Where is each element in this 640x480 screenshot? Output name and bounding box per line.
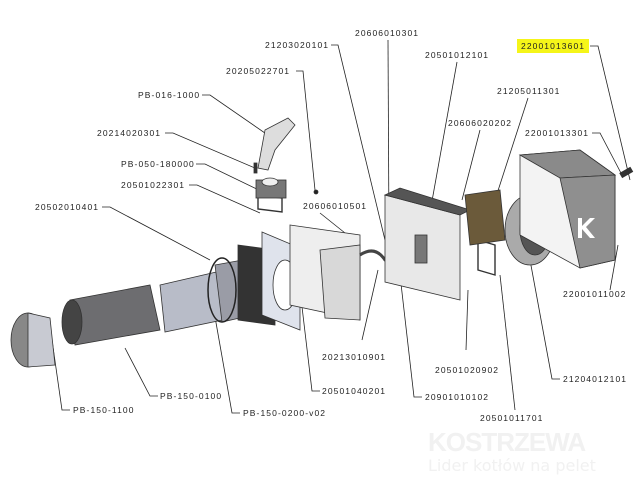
part-label: 20501011701: [480, 413, 544, 423]
part-label: 20205022701: [226, 66, 291, 76]
part-label: 20501040201: [322, 386, 387, 396]
part-label: PB-150-0100: [160, 391, 223, 401]
part-label: 20606010301: [355, 28, 420, 38]
part-label: 22001013301: [525, 128, 590, 138]
part-label: 21203020101: [265, 40, 330, 50]
part-label: PB-016-1000: [138, 90, 201, 100]
part-label: PB-150-1100: [73, 405, 135, 415]
part-label: PB-150-0200-v02: [243, 408, 327, 418]
part-label: 21204012101: [563, 374, 628, 384]
part-label: 20501022301: [121, 180, 186, 190]
watermark-tagline: Lider kotłów na pelet: [428, 456, 596, 475]
part-label: 20606010501: [303, 201, 368, 211]
leader-lines: [51, 39, 631, 414]
part-label: 20501012101: [425, 50, 490, 60]
burner-parts: [10, 117, 634, 368]
part-label: 20213010901: [322, 352, 387, 362]
part-label: 21205011301: [497, 86, 561, 96]
perforated-tube-part: [69, 284, 161, 346]
watermark-brand: KOSTRZEWA: [428, 427, 586, 457]
part-label: 20214020301: [97, 128, 162, 138]
part-label: 20606020202: [448, 118, 513, 128]
part-label: 20901010102: [425, 392, 490, 402]
part-label: 20501020902: [435, 365, 500, 375]
part-label: 22001011002: [563, 289, 627, 299]
cover-logo-icon: [578, 218, 595, 238]
part-label: PB-050-180000: [121, 159, 195, 169]
ignition-unit-part: [464, 189, 506, 246]
highlighted-part-label: 22001013601: [517, 39, 590, 53]
elbow-pipe-part: [257, 117, 296, 171]
part-label: 20502010401: [35, 202, 100, 212]
